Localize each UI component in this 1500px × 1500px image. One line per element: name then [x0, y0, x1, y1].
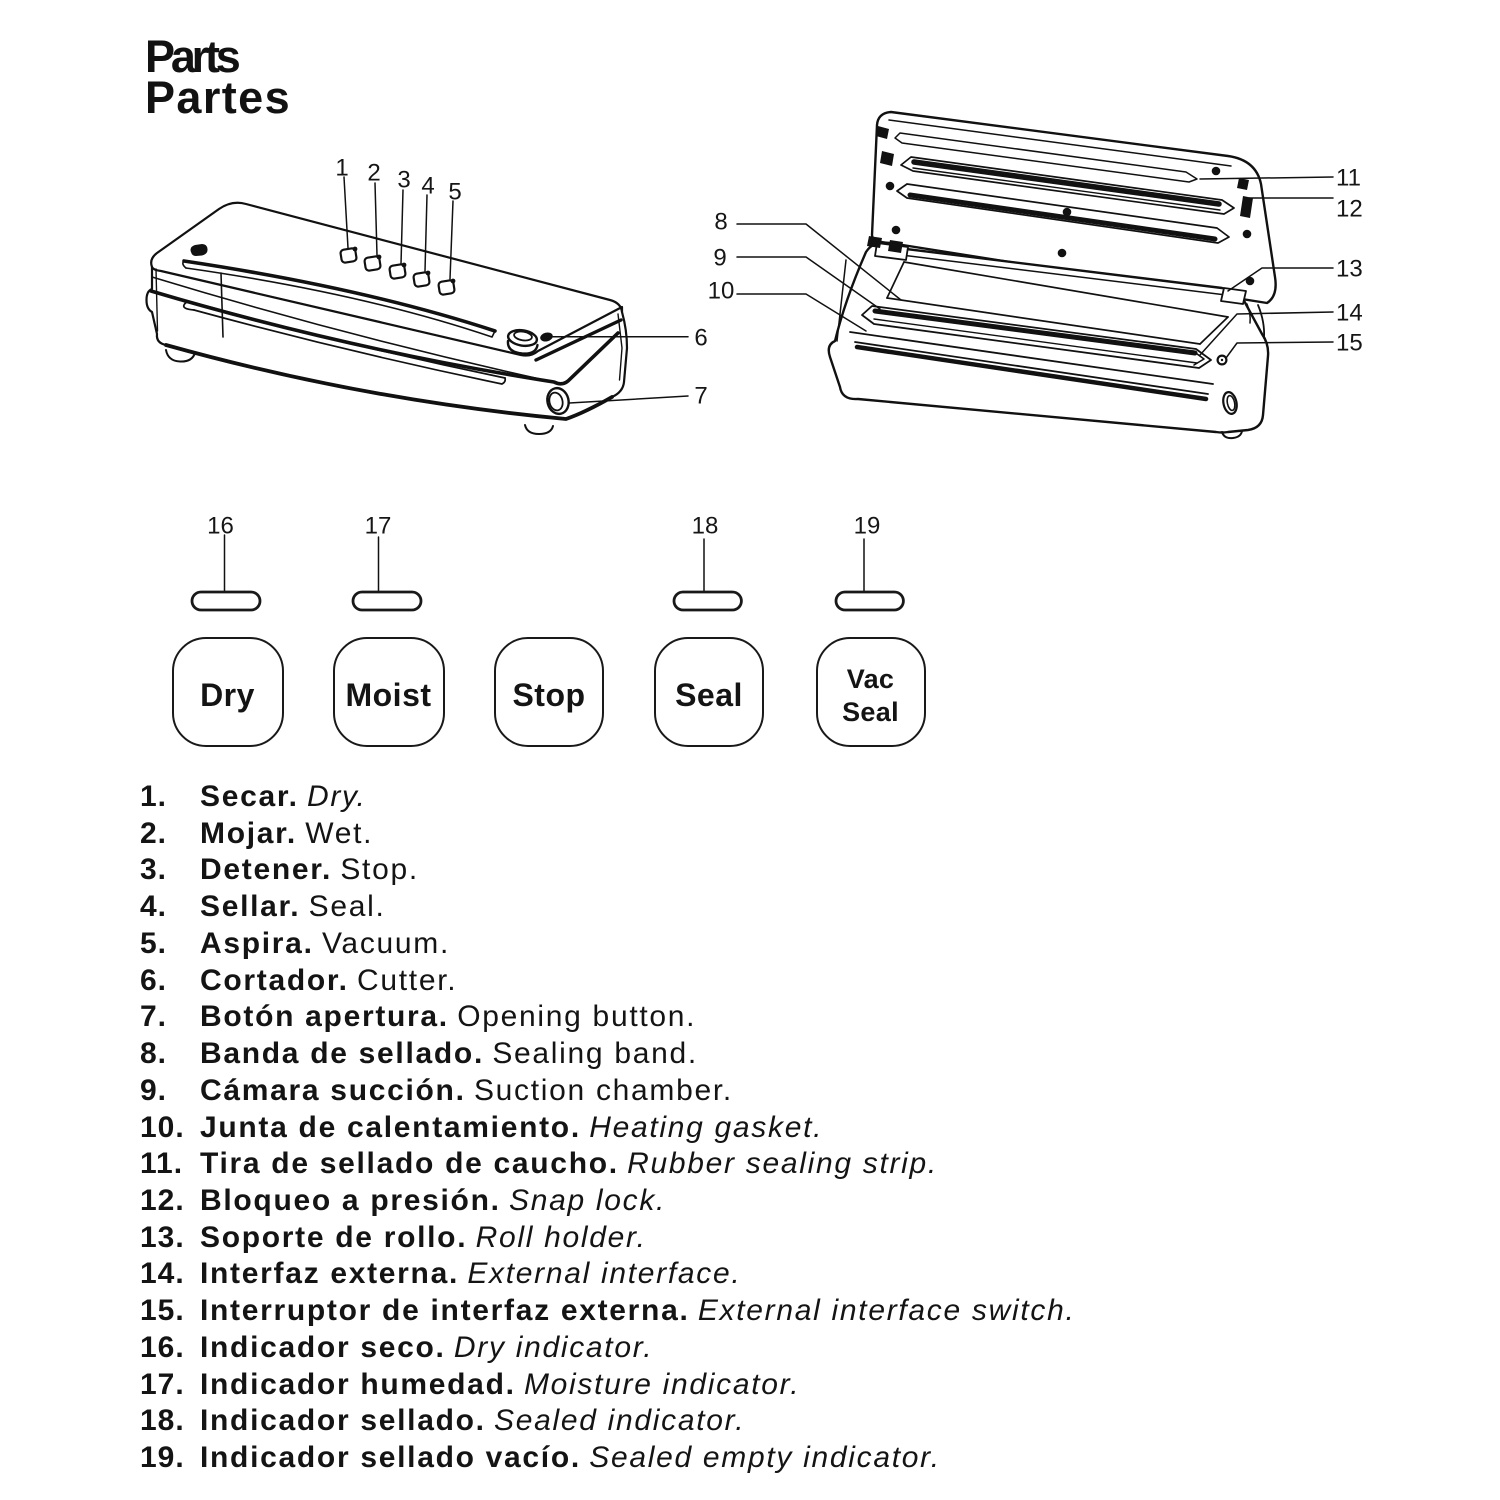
- svg-text:6: 6: [694, 325, 707, 352]
- svg-text:15: 15: [1336, 330, 1363, 357]
- svg-text:14: 14: [1336, 300, 1363, 327]
- svg-text:10: 10: [708, 278, 735, 305]
- svg-text:18: 18: [692, 513, 719, 540]
- svg-text:19: 19: [854, 513, 881, 540]
- svg-text:12: 12: [1336, 196, 1363, 223]
- svg-text:3: 3: [397, 167, 410, 194]
- svg-text:9: 9: [713, 245, 726, 272]
- svg-text:1: 1: [335, 155, 348, 182]
- svg-text:2: 2: [367, 160, 380, 187]
- svg-text:5: 5: [448, 179, 461, 206]
- svg-text:13: 13: [1336, 256, 1363, 283]
- svg-text:17: 17: [365, 513, 392, 540]
- svg-text:11: 11: [1336, 165, 1361, 192]
- svg-text:4: 4: [421, 173, 434, 200]
- svg-text:7: 7: [694, 383, 707, 410]
- svg-text:16: 16: [207, 513, 234, 540]
- svg-text:8: 8: [714, 209, 727, 236]
